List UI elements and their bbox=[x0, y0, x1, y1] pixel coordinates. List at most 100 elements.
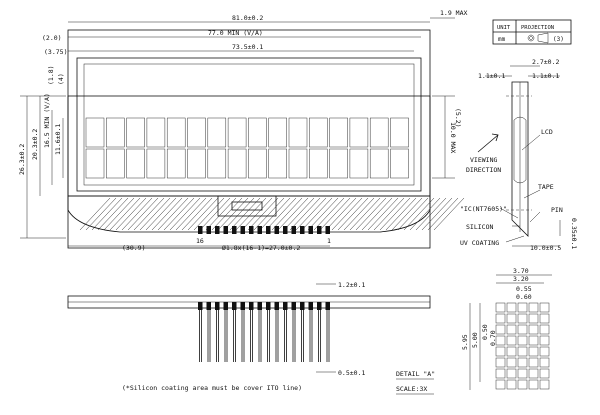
ic-chip bbox=[217, 195, 277, 217]
hatch-line bbox=[151, 197, 183, 231]
pin-front bbox=[215, 226, 220, 234]
hatch-line bbox=[211, 197, 243, 231]
character-cell bbox=[349, 148, 369, 179]
character-cell bbox=[309, 148, 328, 179]
hatch-line bbox=[367, 197, 399, 231]
character-cell bbox=[187, 117, 206, 148]
hatch-line bbox=[373, 197, 405, 231]
character-cell bbox=[268, 117, 287, 148]
hatch-line bbox=[271, 197, 303, 231]
viewing-area-outline bbox=[76, 57, 422, 192]
dim-active-area: 73.5±0.1 bbox=[232, 43, 263, 51]
hatch-line bbox=[235, 197, 267, 231]
dim-vertical-active: 16.5 MIN (V/A) bbox=[43, 93, 51, 148]
hatch-line bbox=[121, 197, 153, 231]
detail-dim-055: 0.55 bbox=[516, 285, 532, 293]
hatch-line bbox=[349, 197, 381, 231]
hatch-line bbox=[337, 197, 369, 231]
detail-dot bbox=[528, 302, 539, 313]
hatch-line bbox=[145, 197, 177, 231]
dim-overall-width: 81.0±0.2 bbox=[232, 14, 263, 22]
hatch-line bbox=[259, 197, 291, 231]
dim-offset-left: (2.0) bbox=[42, 34, 62, 42]
dim-thickness: 1.9 MAX bbox=[440, 9, 467, 17]
pin-front bbox=[249, 226, 254, 234]
detail-dot bbox=[495, 379, 506, 390]
pin-bottom-head bbox=[291, 302, 296, 310]
hatch-line bbox=[421, 197, 453, 231]
hatch-line bbox=[319, 197, 351, 231]
dim-total-height: 26.3±0.2 bbox=[18, 144, 26, 175]
silicon-coating-region bbox=[67, 195, 431, 233]
detail-dot bbox=[539, 335, 550, 346]
pin-bottom-head bbox=[198, 302, 203, 310]
pin-bottom-head bbox=[240, 302, 245, 310]
hatch-line bbox=[241, 197, 273, 231]
hatch-line bbox=[139, 197, 171, 231]
hatch-line bbox=[97, 197, 129, 231]
pin-front bbox=[198, 226, 203, 234]
hatch-line bbox=[433, 197, 465, 231]
pin-bottom-head bbox=[283, 302, 288, 310]
pin-number-1: 1 bbox=[327, 237, 331, 245]
character-cell bbox=[369, 117, 389, 148]
character-cell-grid bbox=[85, 117, 409, 179]
character-cell bbox=[248, 148, 267, 179]
detail-dot bbox=[539, 346, 550, 357]
hatch-line bbox=[409, 197, 441, 231]
dim-side-bottom: 10.0±0.5 bbox=[530, 244, 561, 252]
detail-dot bbox=[539, 302, 550, 313]
hatch-line bbox=[361, 197, 393, 231]
character-cell bbox=[146, 117, 166, 148]
viewing-direction-label-2: DIRECTION bbox=[466, 166, 501, 174]
hatch-line bbox=[205, 197, 237, 231]
hatch-line bbox=[355, 197, 387, 231]
uv-coating-label: UV COATING bbox=[460, 239, 499, 247]
character-cell bbox=[106, 117, 125, 148]
character-cell bbox=[369, 148, 389, 179]
detail-dot bbox=[495, 324, 506, 335]
hatch-line bbox=[415, 197, 447, 231]
pin-bottom-head bbox=[215, 302, 220, 310]
bottom-view: 1.2±0.1 0.5±0.1 (*Silicon coating area m… bbox=[67, 281, 431, 392]
hatch-line bbox=[187, 197, 219, 231]
pin-bottom-head bbox=[274, 302, 279, 310]
pin-label: PIN bbox=[551, 206, 563, 214]
detail-dot bbox=[528, 335, 539, 346]
detail-dot bbox=[495, 302, 506, 313]
detail-dot bbox=[528, 324, 539, 335]
dim-side-right: 1.1±0.1 bbox=[532, 72, 559, 80]
dim-side-left: 1.1±0.1 bbox=[478, 72, 505, 80]
character-cell bbox=[106, 148, 125, 179]
pin-bottom-head bbox=[317, 302, 322, 310]
detail-dot bbox=[528, 368, 539, 379]
active-area-outline bbox=[83, 63, 415, 186]
pin-front bbox=[240, 226, 245, 234]
pin-front bbox=[317, 226, 322, 234]
projection-symbol: (3) bbox=[553, 36, 564, 43]
dim-pin-thick: 0.5±0.1 bbox=[338, 369, 365, 377]
pin-row-front bbox=[198, 226, 330, 234]
dim-pin-pitch: Ø1.8x(16-1)=27.0±0.2 bbox=[222, 244, 300, 252]
detail-dot bbox=[495, 335, 506, 346]
dim-vertical-mid: 20.3±0.2 bbox=[31, 129, 39, 160]
dim-margin-top: (1.8) bbox=[47, 65, 55, 85]
hatch-line bbox=[253, 197, 285, 231]
dim-offset-left2: (3.75) bbox=[44, 48, 67, 56]
hatch-line bbox=[427, 197, 459, 231]
pin-row-bottom bbox=[198, 302, 330, 362]
pin-front bbox=[232, 226, 237, 234]
projection-table: UNIT PROJECTION mm (3) bbox=[492, 19, 572, 45]
character-cell bbox=[309, 117, 328, 148]
hatch-line bbox=[175, 197, 207, 231]
side-body bbox=[511, 81, 529, 237]
unit-value: mm bbox=[498, 36, 506, 43]
hatch-line bbox=[229, 197, 261, 231]
pin-bottom-head bbox=[325, 302, 330, 310]
hatch-line bbox=[277, 197, 309, 231]
pin-front bbox=[223, 226, 228, 234]
character-cell bbox=[248, 117, 267, 148]
detail-dot bbox=[517, 335, 528, 346]
character-cell bbox=[85, 148, 105, 179]
